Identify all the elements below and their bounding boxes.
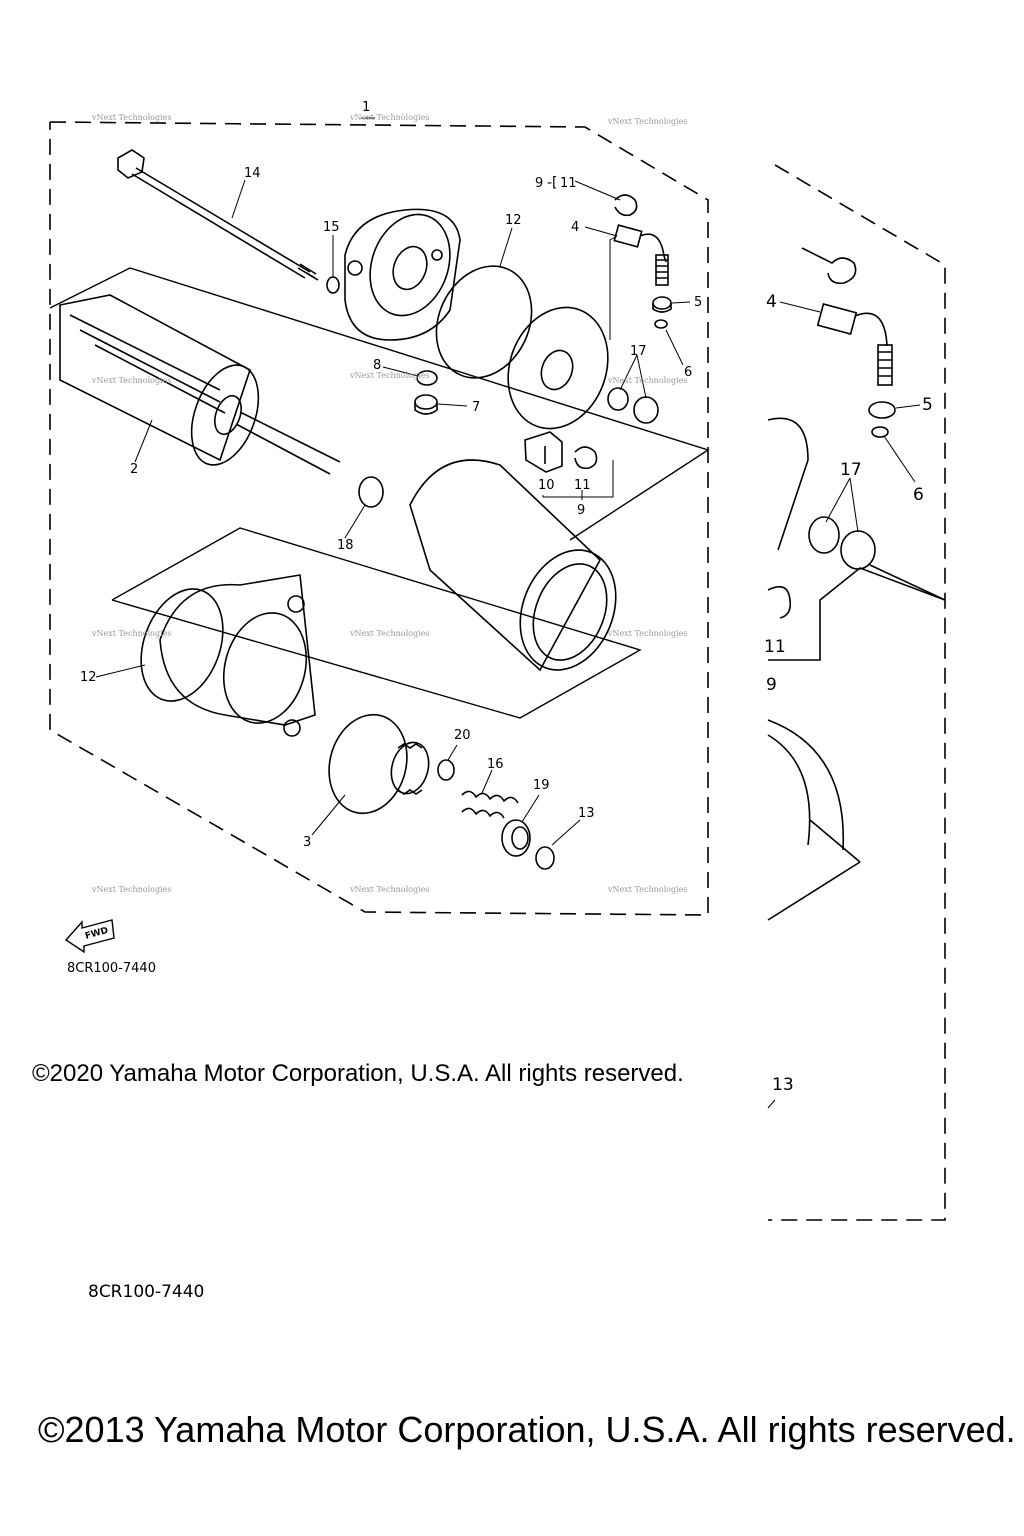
rear-end-cover	[344, 208, 461, 341]
svg-text:vNext Technologies: vNext Technologies	[91, 885, 171, 894]
yoke-housing	[409, 459, 617, 672]
terminal-o-ring	[654, 319, 668, 329]
brush-spring-11	[574, 446, 598, 470]
svg-text:vNext Technologies: vNext Technologies	[607, 117, 687, 126]
zoom-callout-5: 5	[922, 395, 933, 415]
zoom-callout-13: 13	[772, 1075, 794, 1095]
callout-20: 20	[454, 728, 471, 743]
svg-text:vNext Technologies: vNext Technologies	[607, 376, 687, 385]
washer-b	[633, 396, 659, 424]
zoom-view-boundary-dashed	[768, 164, 946, 1221]
svg-text:vNext Technologies: vNext Technologies	[349, 371, 429, 380]
fwd-arrow-icon	[64, 919, 115, 954]
zoom-view-parts	[767, 247, 946, 921]
part-code-small: 8CR100-7440	[67, 961, 156, 976]
callout-12: 12	[505, 213, 522, 228]
callout-3: 3	[303, 835, 311, 850]
stopper-19	[501, 819, 531, 857]
exploded-plane-lower	[111, 527, 642, 719]
callout-15: 15	[323, 220, 340, 235]
callout-14: 14	[244, 166, 261, 181]
svg-text:vNext Technologies: vNext Technologies	[607, 885, 687, 894]
zoom-callout-9: 9	[766, 675, 777, 695]
exploded-plane-upper	[49, 267, 710, 541]
circlip-13	[535, 846, 555, 870]
leader-lines	[95, 117, 691, 846]
large-o-ring-lower	[140, 588, 224, 702]
large-o-ring-upper	[435, 265, 533, 379]
nut-8	[416, 370, 438, 386]
callout-17: 17	[630, 344, 647, 359]
zoom-callout-4: 4	[766, 292, 777, 312]
callout-1: 1	[362, 100, 370, 115]
svg-text:vNext Technologies: vNext Technologies	[91, 113, 171, 122]
callout-19: 19	[533, 778, 550, 793]
brush-holder-plate	[507, 306, 609, 430]
zoom-callout-labels: 4 5 6 17 11 9 13	[764, 292, 933, 1095]
zoom-callout-11: 11	[764, 637, 786, 657]
part-code-large: 8CR100-7440	[88, 1282, 205, 1302]
svg-text:vNext Technologies: vNext Technologies	[349, 629, 429, 638]
front-cover	[159, 574, 316, 737]
armature	[59, 294, 341, 475]
svg-text:vNext Technologies: vNext Technologies	[91, 376, 171, 385]
svg-text:vNext Technologies: vNext Technologies	[349, 885, 429, 894]
callout-2: 2	[130, 462, 138, 477]
zoom-callout-17: 17	[840, 460, 862, 480]
svg-text:vNext Technologies: vNext Technologies	[91, 629, 171, 638]
callout-10: 10	[538, 478, 555, 493]
svg-text:-[: -[	[547, 175, 558, 191]
copyright-2013: ©2013 Yamaha Motor Corporation, U.S.A. A…	[38, 1409, 1016, 1450]
callout-11b: 11	[574, 478, 591, 493]
assembly-boundary-dashed	[49, 121, 709, 916]
terminal-nut	[652, 296, 672, 313]
callout-7: 7	[472, 400, 480, 415]
callout-labels: 1 14 15 12 9 -[ 11 4 5 6 17 8 7 2 10 11 …	[80, 100, 702, 850]
callout-11: 11	[560, 176, 577, 191]
callout-12b: 12	[80, 670, 97, 685]
starter-clutch-pinion	[328, 713, 430, 815]
zoom-callout-6: 6	[913, 485, 924, 505]
zoom-leader-lines	[767, 301, 921, 1109]
brush-spring-top	[614, 194, 638, 217]
spring-16	[461, 790, 519, 819]
callout-16: 16	[487, 757, 504, 772]
brush-holder-10	[524, 431, 563, 473]
collar-7	[414, 394, 438, 415]
callout-13: 13	[578, 806, 595, 821]
watermarks: vNext Technologies vNext Technologies vN…	[91, 113, 687, 894]
brush-with-lead	[613, 224, 669, 286]
washer-20	[437, 759, 455, 781]
callout-4: 4	[571, 220, 579, 235]
fwd-label: FWD	[84, 926, 109, 942]
small-o-ring	[326, 276, 340, 294]
copyright-2020: ©2020 Yamaha Motor Corporation, U.S.A. A…	[32, 1060, 684, 1087]
callout-5: 5	[694, 295, 702, 310]
callout-18: 18	[337, 538, 354, 553]
through-bolt	[117, 149, 319, 281]
callout-9: 9	[535, 176, 543, 191]
callout-8: 8	[373, 358, 381, 373]
svg-text:vNext Technologies: vNext Technologies	[349, 113, 429, 122]
callout-9b: 9	[577, 503, 585, 518]
svg-text:vNext Technologies: vNext Technologies	[607, 629, 687, 638]
washer-18	[358, 476, 384, 508]
callout-6: 6	[684, 365, 692, 380]
washer-a	[607, 387, 629, 411]
